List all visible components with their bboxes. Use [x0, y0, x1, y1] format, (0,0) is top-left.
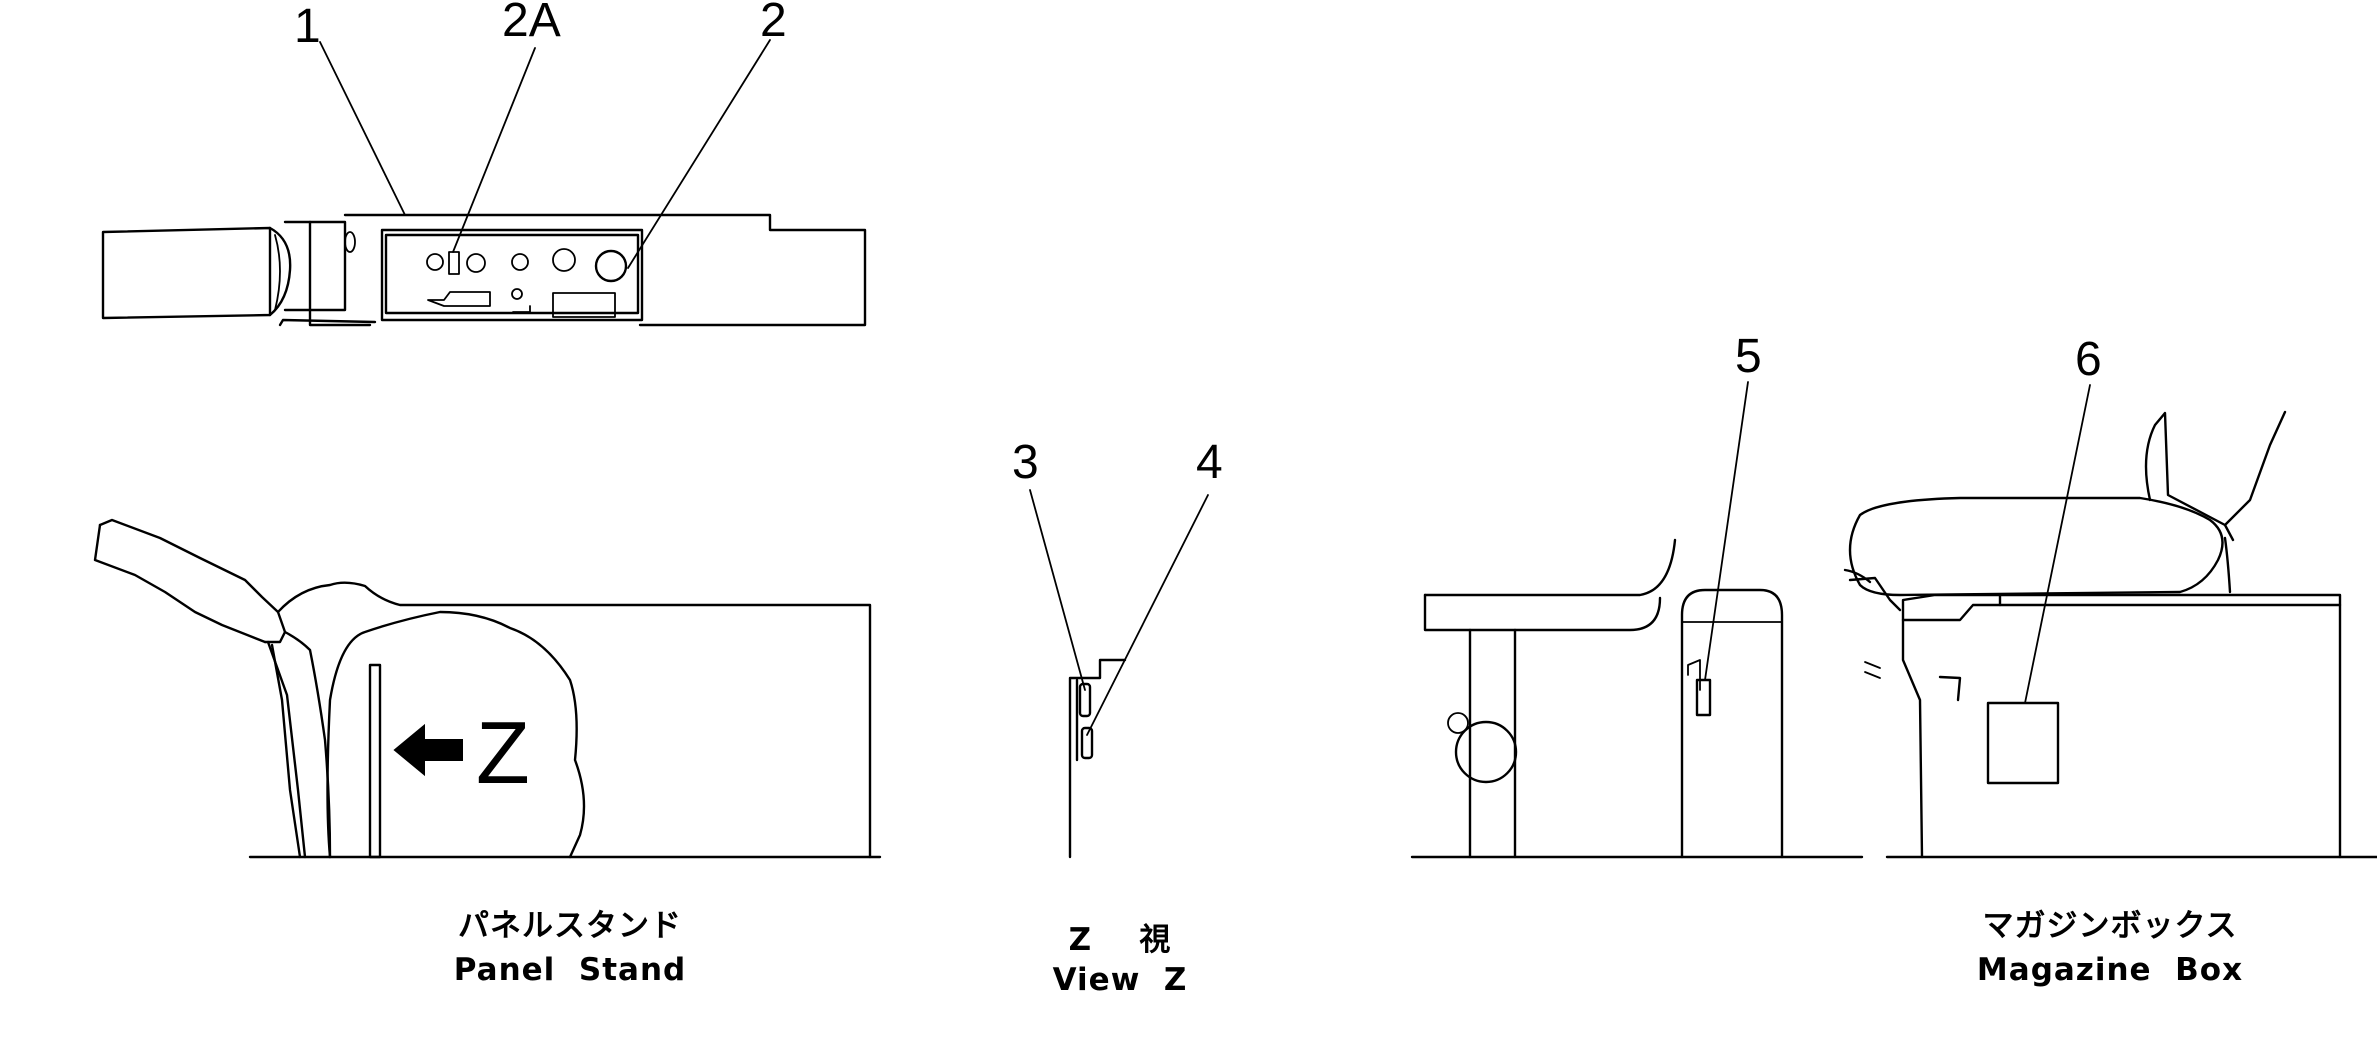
caption-magazine-box-jp: マガジンボックス	[1982, 908, 2237, 944]
callout-2: 2	[760, 0, 787, 47]
magazine-box-views	[1410, 410, 2377, 859]
leader-lines	[319, 39, 2091, 736]
callout-1: 1	[294, 0, 321, 53]
caption-view-z-en: View Z	[1053, 962, 1188, 998]
callout-6: 6	[2075, 333, 2102, 386]
caption-view-z-jp: Z 視	[1069, 922, 1172, 958]
caption-panel-stand-en: Panel Stand	[454, 952, 686, 988]
caption-magazine-box-en: Magazine Box	[1977, 952, 2243, 988]
callout-5: 5	[1735, 330, 1762, 383]
caption-panel-stand-jp: パネルスタンド	[458, 908, 682, 944]
callout-4: 4	[1196, 436, 1223, 489]
view-z-arrow-label: Z	[476, 703, 530, 802]
callout-2a: 2A	[502, 0, 561, 47]
callout-3: 3	[1012, 436, 1039, 489]
captions: パネルスタンド Panel Stand Z 視 View Z マガジンボックス …	[454, 908, 2243, 998]
callout-numbers: 1 2A 2 3 4 5 6	[294, 0, 2102, 489]
view-z-drawing	[1068, 658, 1127, 859]
panel-top-view	[101, 213, 867, 327]
view-z-arrow-icon	[393, 723, 463, 777]
panel-stand-side-view: Z	[93, 518, 882, 859]
